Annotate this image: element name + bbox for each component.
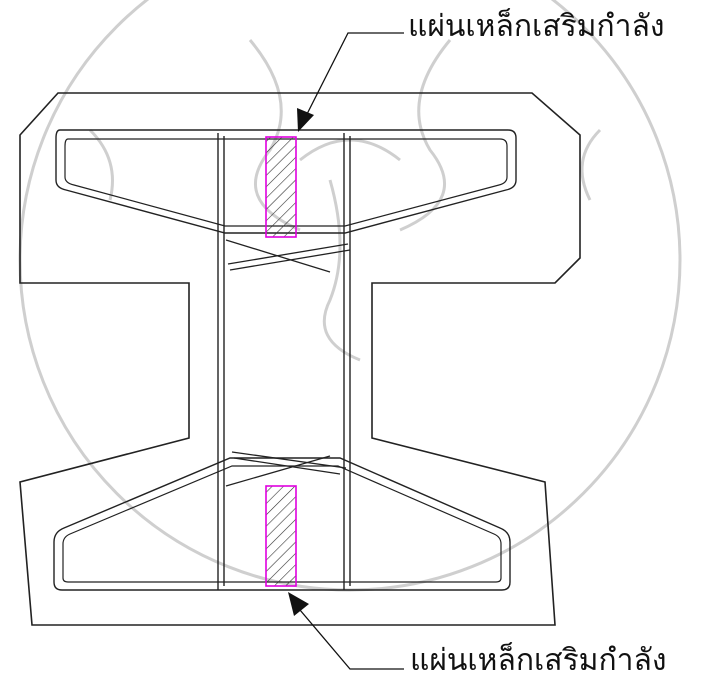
lower-cross-ties: [225, 451, 347, 487]
top-flange-stirrup-inner: [64, 138, 508, 227]
bottom-flange-stirrup-inner: [62, 465, 502, 583]
top-leader-arrowhead: [297, 108, 314, 132]
bottom-plate-label: แผ่นเหล็กเสริมกำลัง: [410, 643, 667, 678]
bottom-reinforcing-plate: [265, 485, 297, 587]
upper-cross-ties: [225, 239, 351, 273]
beam-outer-outline: [19, 92, 581, 626]
top-flange-stirrup: [55, 129, 517, 234]
web-vertical-bars: [217, 133, 351, 590]
bottom-leader: [288, 592, 404, 670]
top-leader: [297, 32, 404, 132]
top-reinforcing-plate: [265, 136, 297, 238]
top-plate-label: แผ่นเหล็กเสริมกำลัง: [408, 9, 665, 44]
bottom-flange-stirrup: [53, 457, 511, 591]
bottom-leader-arrowhead: [288, 592, 309, 616]
